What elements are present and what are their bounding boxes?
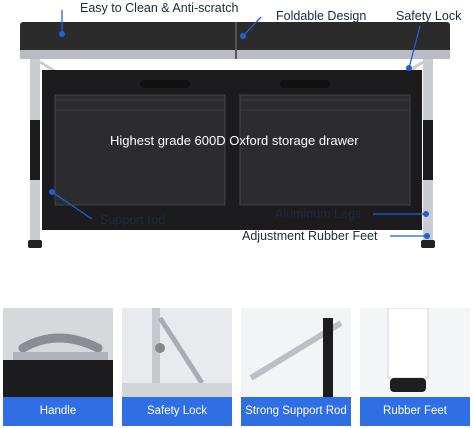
callout-dot-legs	[423, 211, 429, 217]
right-foot	[421, 240, 435, 248]
callout-dot-top-left	[59, 31, 65, 37]
safety-lock-image	[122, 308, 232, 398]
callout-dot-support-rod	[49, 189, 55, 195]
label-safety-lock: Safety Lock	[396, 9, 462, 23]
tile-caption-support-rod: Strong Support Rod	[241, 397, 351, 426]
tile-caption-handle: Handle	[3, 397, 113, 426]
label-support-rod: Support rod	[100, 213, 166, 227]
callout-dot-feet	[424, 233, 430, 239]
handle-image	[3, 308, 113, 398]
label-rubber-feet: Adjustment Rubber Feet	[242, 229, 378, 243]
label-foldable-design: Foldable Design	[276, 9, 367, 23]
callout-dot-top-middle	[240, 33, 246, 39]
tile-handle: Handle	[3, 308, 113, 426]
tile-caption-safety-lock: Safety Lock	[122, 397, 232, 426]
left-foot	[28, 240, 42, 248]
label-aluminum-legs: Aluminum Legs	[275, 207, 362, 221]
label-storage-drawer: Highest grade 600D Oxford storage drawer	[110, 133, 359, 148]
tile-support-rod: Strong Support Rod	[241, 308, 351, 426]
callout-dot-top-right	[406, 65, 412, 71]
tile-caption-rubber-feet: Rubber Feet	[360, 397, 470, 426]
table-illustration	[20, 10, 450, 248]
tile-rubber-feet: Rubber Feet	[360, 308, 470, 426]
label-easy-to-clean: Easy to Clean & Anti-scratch	[80, 1, 239, 15]
rubber-feet-image	[360, 308, 470, 398]
tile-safety-lock: Safety Lock	[122, 308, 232, 426]
support-rod-image	[241, 308, 351, 398]
